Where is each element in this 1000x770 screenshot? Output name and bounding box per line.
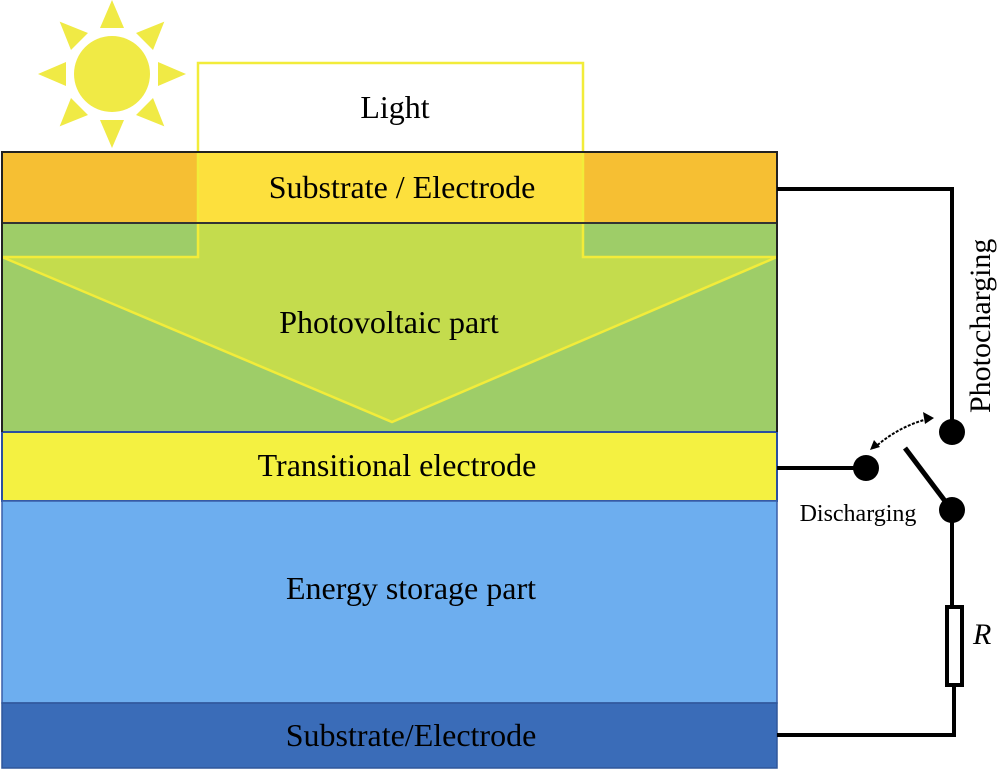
layer-label-photovoltaic: Photovoltaic part xyxy=(279,304,499,340)
light-arrow xyxy=(1,61,778,424)
terminal-discharging[interactable] xyxy=(853,455,879,481)
resistor-label: R xyxy=(972,618,991,651)
terminal-photocharging[interactable] xyxy=(939,419,965,445)
terminal-common[interactable] xyxy=(939,497,965,523)
sun-ray xyxy=(38,62,66,86)
layer-transitional-electrode xyxy=(1,431,778,502)
sun-core xyxy=(74,36,150,112)
layer-energy-storage xyxy=(1,500,778,704)
layer-label-bottom-substrate: Substrate/Electrode xyxy=(286,717,537,753)
sun-ray xyxy=(136,21,165,50)
wire-photocharging xyxy=(777,187,954,430)
sun-ray xyxy=(100,0,124,28)
sun-rays xyxy=(38,0,186,148)
sun-ray xyxy=(136,98,165,127)
resistor-icon xyxy=(945,605,964,687)
switch-lever[interactable] xyxy=(903,446,950,507)
light-label: Light xyxy=(360,89,429,125)
sun-icon xyxy=(38,0,186,148)
layer-label-top-substrate: Substrate / Electrode xyxy=(269,169,536,205)
circuit xyxy=(777,187,964,737)
light-highlight-substrate xyxy=(198,153,583,223)
arrowhead-icon xyxy=(870,440,880,450)
light-highlight-photovoltaic xyxy=(2,224,777,422)
arrowhead-icon xyxy=(923,412,934,424)
layer-label-energy-storage: Energy storage part xyxy=(286,570,536,606)
layer-label-transitional-electrode: Transitional electrode xyxy=(258,447,537,483)
sun-ray xyxy=(158,62,186,86)
sun-ray xyxy=(59,98,88,127)
layer-bottom-substrate xyxy=(1,702,778,769)
discharging-label: Discharging xyxy=(800,501,917,527)
switch-arrow-icon xyxy=(873,417,933,449)
sun-ray xyxy=(59,21,88,50)
sun-ray xyxy=(100,120,124,148)
photocharging-label: Photocharging xyxy=(964,239,997,413)
wire-return xyxy=(777,684,956,737)
